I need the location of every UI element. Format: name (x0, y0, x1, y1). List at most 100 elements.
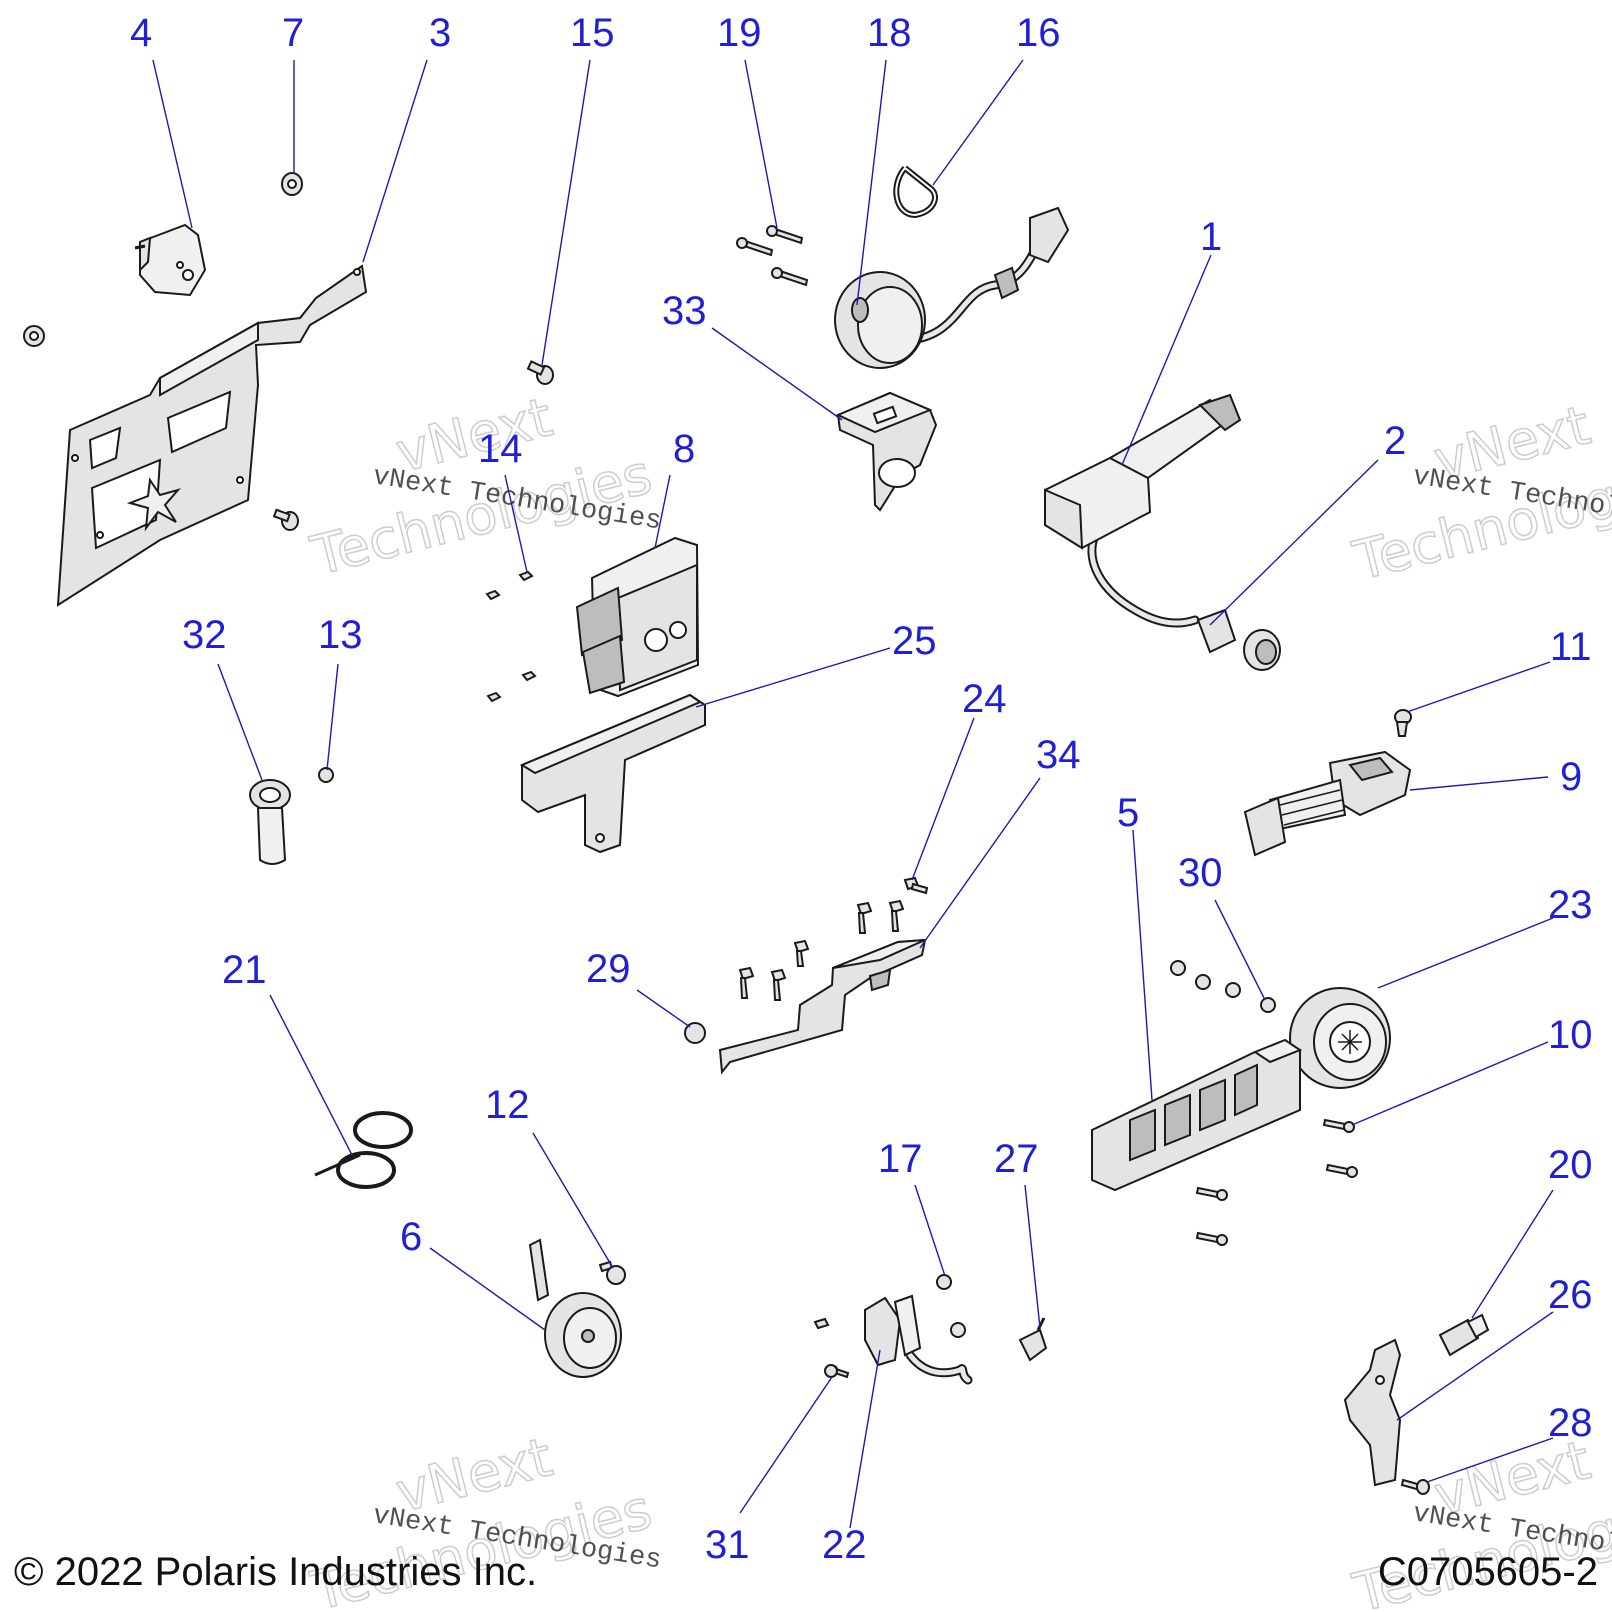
callout-labels: 1 2 3 4 5 6 7 8 9 10 11 12 13 14 15 16 1… (130, 11, 1593, 1567)
leader-8 (654, 474, 671, 549)
callout-17: 17 (878, 1137, 923, 1181)
part-4-sensor-cap (134, 223, 207, 297)
callout-16: 16 (1016, 11, 1061, 55)
callout-14: 14 (478, 427, 523, 471)
leader-1 (1121, 254, 1212, 466)
callout-5: 5 (1117, 791, 1139, 835)
leader-24 (911, 717, 975, 881)
leader-16 (932, 59, 1024, 186)
leader-lines (152, 59, 1554, 1529)
leader-3 (362, 59, 428, 263)
part-32-boot (249, 779, 291, 865)
leader-29 (636, 989, 691, 1028)
leader-28 (1426, 1437, 1554, 1483)
leader-11 (1406, 661, 1551, 713)
callout-22: 22 (822, 1523, 867, 1567)
part-7-nut (281, 172, 303, 196)
leader-26 (1396, 1311, 1554, 1421)
callout-20: 20 (1548, 1143, 1593, 1187)
callout-1: 1 (1200, 215, 1222, 259)
part-3-mounting-plate (56, 264, 368, 607)
leader-15 (541, 59, 591, 366)
callout-7: 7 (282, 11, 304, 55)
part-12-bolt (598, 1260, 626, 1285)
callout-25: 25 (892, 619, 937, 663)
part-18-buzzer (834, 206, 1070, 369)
callout-9: 9 (1560, 755, 1582, 799)
leader-25 (695, 647, 891, 708)
callout-6: 6 (400, 1215, 422, 1259)
leader-12 (532, 1132, 614, 1269)
leader-17 (914, 1184, 946, 1277)
callout-18: 18 (867, 11, 912, 55)
part-plate-screw (272, 508, 299, 531)
leader-22 (849, 1349, 881, 1529)
callout-8: 8 (673, 427, 695, 471)
diagram-code: C0705605-2 (1378, 1550, 1598, 1594)
part-25-ecu-bracket (519, 693, 706, 854)
callout-3: 3 (429, 11, 451, 55)
part-14-screws (485, 570, 537, 703)
callout-10: 10 (1548, 1013, 1593, 1057)
watermark: vNext Technologies vNext Technologies vN… (304, 385, 1612, 1612)
callout-29: 29 (586, 947, 631, 991)
callout-4: 4 (130, 11, 152, 55)
part-19-screws (736, 225, 809, 287)
leader-14 (504, 474, 528, 573)
part-23-power-outlet (1289, 987, 1391, 1089)
callout-34: 34 (1036, 733, 1081, 777)
leader-10 (1351, 1041, 1549, 1126)
callout-12: 12 (485, 1083, 530, 1127)
callout-32: 32 (182, 613, 227, 657)
leader-20 (1471, 1189, 1554, 1319)
part-30-nuts (1170, 960, 1276, 1013)
leader-18 (856, 59, 887, 306)
part-27-clip (1018, 1317, 1048, 1362)
leader-5 (1132, 829, 1153, 1101)
part-28-screw (1400, 1478, 1430, 1495)
callout-15: 15 (570, 11, 615, 55)
callout-13: 13 (318, 613, 363, 657)
part-9-connector-harness (1243, 750, 1412, 857)
leader-19 (744, 59, 778, 229)
leader-9 (1409, 776, 1549, 791)
part-5-switch-panel (1091, 1038, 1303, 1192)
callout-2: 2 (1384, 419, 1406, 463)
part-20-connector (1438, 1313, 1490, 1357)
part-nut-left (23, 325, 45, 347)
part-15-bolt (526, 360, 554, 385)
leader-13 (326, 663, 339, 771)
part-10-screws (1195, 1118, 1358, 1246)
leader-6 (429, 1247, 546, 1331)
leader-23 (1377, 917, 1554, 989)
part-6-horn (528, 1238, 622, 1378)
part-1-stalk-switch (1044, 393, 1281, 671)
leader-34 (919, 777, 1041, 949)
part-29-nut (684, 1022, 706, 1044)
callout-24: 24 (962, 677, 1007, 721)
part-16-cable-tie (893, 165, 938, 219)
part-11-screw (1394, 709, 1412, 737)
leader-27 (1024, 1184, 1041, 1329)
part-22-sensor (813, 1294, 973, 1385)
part-24-bolts (738, 876, 929, 1001)
callout-31: 31 (705, 1523, 750, 1567)
copyright-text: © 2022 Polaris Industries Inc. (14, 1550, 537, 1594)
part-34-bracket (718, 938, 927, 1075)
callout-23: 23 (1548, 883, 1593, 927)
leader-4 (152, 59, 193, 229)
leader-31 (739, 1376, 833, 1514)
callout-27: 27 (994, 1137, 1039, 1181)
leader-33 (711, 327, 843, 421)
callout-28: 28 (1548, 1401, 1593, 1445)
callout-26: 26 (1548, 1273, 1593, 1317)
part-31-bolt (824, 1364, 838, 1378)
leader-32 (217, 663, 263, 781)
part-8-ecu-module (575, 536, 700, 698)
part-17-nut (936, 1274, 966, 1338)
leader-30 (1214, 899, 1266, 1001)
part-26-bracket (1343, 1338, 1402, 1487)
part-21-clamp (314, 1111, 413, 1189)
leader-21 (269, 994, 353, 1156)
